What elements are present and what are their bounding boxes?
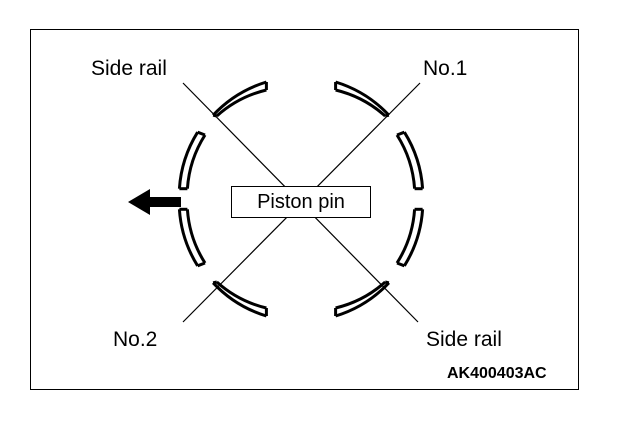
- outer-ring-right-lower: [403, 209, 425, 267]
- outer-ring-right-upper: [403, 131, 425, 189]
- inner-ring-bottom-right: [335, 280, 387, 310]
- label-no1: No.1: [423, 57, 468, 80]
- inner-ring-left-lower: [185, 209, 207, 264]
- figure-code: AK400403AC: [447, 365, 547, 382]
- label-side-rail-bottom-right: Side rail: [426, 328, 502, 351]
- inner-ring-right-lower: [395, 209, 417, 264]
- outer-ring-bottom-left: [212, 281, 267, 318]
- outer-ring-left-lower: [177, 209, 199, 267]
- arrow-left-icon: [128, 189, 181, 215]
- inner-ring-left-upper: [185, 134, 207, 189]
- inner-ring-bottom-left: [215, 280, 267, 310]
- inner-ring-right-upper: [395, 134, 417, 189]
- inner-ring-top-left: [215, 88, 267, 118]
- outer-ring-left-upper: [177, 131, 199, 189]
- outer-ring-bottom-right: [335, 281, 390, 318]
- outer-ring-top-right: [335, 80, 390, 117]
- label-side-rail-top-left: Side rail: [91, 57, 167, 80]
- label-no2: No.2: [113, 328, 158, 351]
- piston-pin-label: Piston pin: [231, 186, 371, 218]
- inner-ring-top-right: [335, 88, 387, 118]
- outer-ring-top-left: [212, 80, 267, 117]
- diagram-frame: [30, 29, 579, 390]
